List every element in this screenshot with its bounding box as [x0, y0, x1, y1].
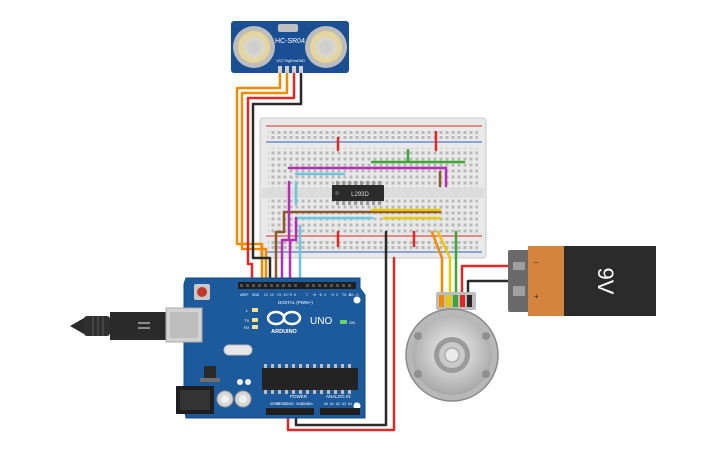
arduino-model: UNO: [310, 316, 332, 327]
battery-minus-label: −: [534, 258, 539, 267]
ultrasonic-sensor: HC-SR04 VCC Trig Echo GND: [231, 21, 349, 73]
pin-12: 12: [270, 293, 274, 297]
voltage-regulator: [204, 366, 216, 378]
pin-0: RX←0: [349, 293, 359, 297]
wire-purple-digital-2: [288, 216, 298, 286]
analog-header-label: ANALOG IN: [326, 394, 351, 399]
battery-copper-band: [528, 246, 564, 316]
reset-button-cap[interactable]: [197, 287, 207, 297]
pin-a5: A5: [354, 402, 358, 406]
wire-motor-yellow: [436, 230, 452, 297]
pin-11: ~11: [276, 293, 281, 297]
sensor-model-label: HC-SR04: [275, 38, 305, 45]
pin-6: ~6: [312, 293, 316, 297]
battery-terminal-negative: [513, 262, 525, 270]
wire-purple-digital: [280, 204, 291, 286]
on-label: ON: [349, 320, 355, 325]
arduino-uno: AREF GND 13 12 ~11 ~10 ~9 8 7 ~6 ~5 4 ~3…: [176, 277, 366, 419]
wire-brown-digital: [274, 210, 286, 286]
pin-9: ~9: [288, 293, 292, 297]
battery-body: [564, 246, 656, 316]
sensor-pin-trig: Trig: [284, 59, 290, 63]
wire-battery-red: [460, 264, 519, 298]
sensor-transducer-left: [233, 26, 275, 68]
arduino-brand: ARDUINO: [271, 329, 297, 335]
wire-trig-orange: [240, 72, 289, 286]
arduino-logo: [266, 310, 302, 326]
pin-5v: 5V: [290, 402, 295, 406]
power-led: [340, 320, 347, 324]
pin-a4: A4: [348, 402, 352, 406]
sensor-pin-echo: Echo: [290, 59, 298, 63]
battery-terminal-positive: [513, 286, 525, 296]
microcontroller-chip: [262, 368, 358, 390]
analog-header: [320, 408, 360, 415]
pin-3: ~3: [330, 293, 334, 297]
pin-a1: A1: [330, 402, 334, 406]
wire-echo-red: [246, 72, 296, 286]
pin-aref: AREF: [240, 293, 249, 297]
battery-plus-label: +: [534, 292, 539, 301]
pin-gnd-1: GND: [296, 402, 304, 406]
capacitors: [216, 390, 252, 408]
led-tx-label: TX: [244, 318, 249, 323]
led-l-label: L: [246, 308, 249, 313]
sensor-pin-vcc: VCC: [276, 59, 284, 63]
dc-motor: [405, 292, 499, 402]
usb-port[interactable]: [165, 307, 203, 343]
pin-1: TX→1: [342, 293, 351, 297]
pin-3v3: 3.3V: [284, 402, 291, 406]
pin-vin: Vin: [308, 402, 313, 406]
wire-5v-red: [286, 256, 396, 432]
sensor-transducer-right: [305, 26, 347, 68]
digital-header-label: DIGITAL (PWM~): [278, 300, 313, 305]
pin-13: 13: [264, 293, 268, 297]
pin-gnd-top: GND: [252, 293, 260, 297]
battery-voltage-label: 9V: [593, 268, 618, 295]
battery-9v: − + 9V: [508, 246, 656, 316]
pin-4: 4: [324, 293, 326, 297]
pin-ioref: IOREF: [270, 402, 280, 406]
sensor-pin-gnd: GND: [297, 59, 305, 63]
pin-7: 7: [306, 293, 308, 297]
pin-gnd-2: GND: [302, 402, 310, 406]
motor-terminals: [439, 295, 472, 307]
power-header: [266, 408, 314, 415]
wire-vcc-orange: [235, 72, 282, 286]
breadboard-jumpers: [282, 130, 466, 254]
crystal: [223, 344, 253, 356]
pin-5: ~5: [318, 293, 322, 297]
power-header-label: POWER: [290, 394, 308, 399]
pin-10: ~10: [282, 293, 288, 297]
wire-battery-black: [466, 279, 519, 298]
pin-8: 8: [294, 293, 296, 297]
pin-a3: A3: [342, 402, 346, 406]
pin-a2: A2: [336, 402, 340, 406]
wire-motor-orange: [430, 230, 444, 297]
wire-gnd-black: [251, 72, 303, 286]
usb-cable: [70, 312, 166, 340]
pin-reset: RESET: [277, 402, 288, 406]
chip-label: L293D: [351, 192, 369, 198]
led-rx-label: RX: [244, 325, 250, 330]
pin-2: 2: [336, 293, 338, 297]
l293d-chip: L293D: [332, 181, 384, 205]
pin-a0: A0: [324, 402, 328, 406]
